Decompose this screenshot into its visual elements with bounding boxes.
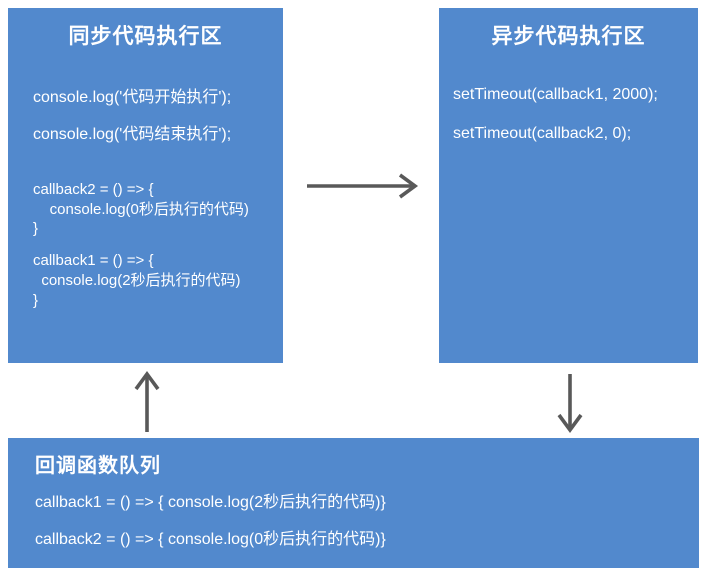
code-line: callback2 = () => { console.log(0秒后执行的代码… xyxy=(35,531,386,548)
code-line: setTimeout(callback2, 0); xyxy=(453,125,632,142)
code-line: console.log(0秒后执行的代码) xyxy=(33,201,249,218)
arrow-queue-to-sync-icon xyxy=(134,370,160,432)
arrow-async-to-queue-icon xyxy=(557,374,583,434)
code-line: } xyxy=(33,292,39,309)
code-line: console.log('代码开始执行'); xyxy=(33,89,232,106)
code-line: console.log(2秒后执行的代码) xyxy=(33,272,241,289)
sync-code-box: 同步代码执行区 console.log('代码开始执行'); console.l… xyxy=(8,8,283,363)
code-line: callback1 = () => { xyxy=(33,252,154,269)
arrow-sync-to-async-icon xyxy=(307,173,419,199)
code-line: callback1 = () => { console.log(2秒后执行的代码… xyxy=(35,494,386,511)
code-line: callback2 = () => { xyxy=(33,181,154,198)
async-box-title: 异步代码执行区 xyxy=(491,25,646,48)
sync-box-title: 同步代码执行区 xyxy=(68,25,223,48)
async-code-box: 异步代码执行区 setTimeout(callback1, 2000); set… xyxy=(439,8,698,363)
code-line: console.log('代码结束执行'); xyxy=(33,126,232,143)
queue-box-title: 回调函数队列 xyxy=(35,455,161,477)
code-line: } xyxy=(33,220,39,237)
callback-queue-box: 回调函数队列 callback1 = () => { console.log(2… xyxy=(8,438,699,568)
code-line: setTimeout(callback1, 2000); xyxy=(453,86,658,103)
